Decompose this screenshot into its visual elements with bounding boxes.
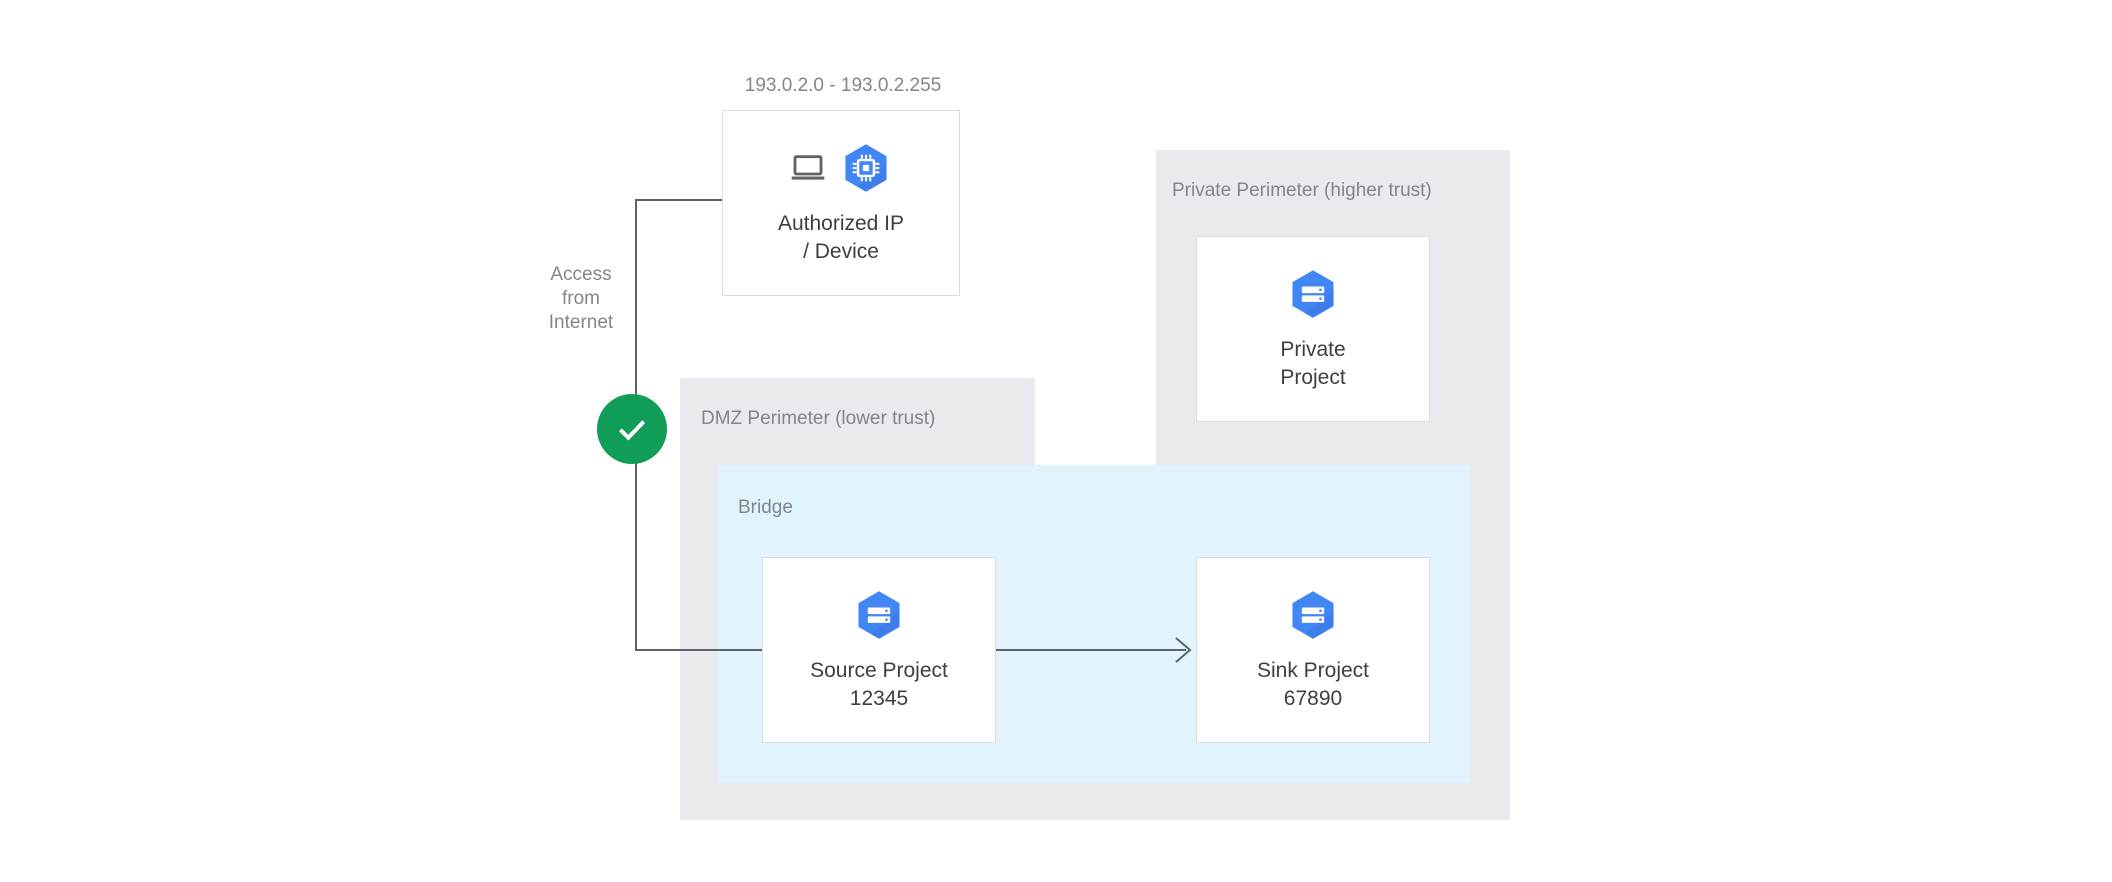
- node-source-project-label: Source Project 12345: [810, 659, 948, 710]
- node-authorized-device-label: Authorized IP / Device: [777, 212, 905, 263]
- project-hexagon-icon: [1292, 591, 1334, 639]
- ip-range-caption: 193.0.2.0 - 193.0.2.255: [744, 75, 942, 96]
- node-authorized-device[interactable]: Authorized IP / Device: [722, 110, 960, 296]
- node-sink-project[interactable]: Sink Project 67890: [1196, 557, 1430, 743]
- node-private-project-label: Private Project: [1280, 338, 1346, 389]
- node-source-project[interactable]: Source Project 12345: [762, 557, 996, 743]
- node-authorized-device-icons: [788, 140, 894, 196]
- project-hexagon-icon: [858, 591, 900, 639]
- check-circle-icon: [618, 420, 646, 441]
- dmz-perimeter-label: DMZ Perimeter (lower trust): [701, 408, 936, 429]
- node-source-project-icons: [851, 587, 907, 643]
- internet-access-status-badge: [597, 394, 667, 464]
- node-private-project-icons: [1285, 266, 1341, 322]
- compute-engine-hexagon-icon: [845, 144, 887, 192]
- bridge-label: Bridge: [738, 497, 793, 518]
- laptop-icon: [791, 155, 825, 180]
- private-perimeter-label: Private Perimeter (higher trust): [1172, 180, 1432, 201]
- node-private-project[interactable]: Private Project: [1196, 236, 1430, 422]
- internet-access-label: Access from Internet: [548, 264, 614, 333]
- node-sink-project-label: Sink Project 67890: [1256, 659, 1370, 710]
- node-sink-project-icons: [1285, 587, 1341, 643]
- project-hexagon-icon: [1292, 270, 1334, 318]
